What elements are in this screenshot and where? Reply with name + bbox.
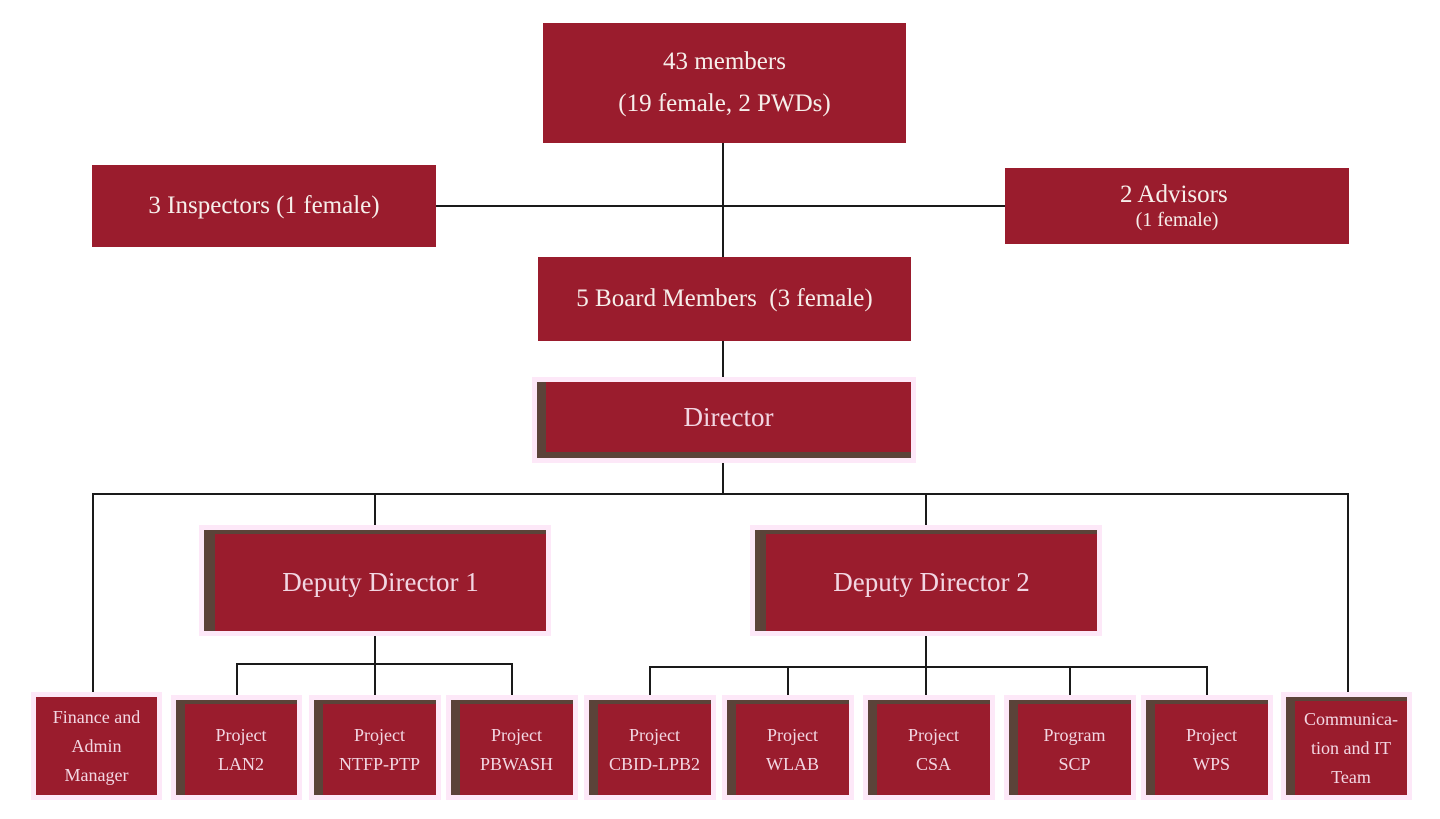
node-label: 43 members [663,48,786,75]
node-advisors: 2 Advisors (1 female) [1005,168,1349,244]
node-label: Project [354,724,405,745]
node-label: Project [491,724,542,745]
connector-line [649,666,1208,668]
node-label: 2 Advisors (1 female) [1120,181,1234,232]
connector-line [722,458,724,494]
advisors-main-text: 2 Advisors [1120,180,1234,208]
advisors-paren-text: (1 female) [1135,208,1219,231]
node-label: Project [767,724,818,745]
node-label: 5 Board Members (3 female) [576,285,873,312]
node-label: (19 female, 2 PWDs) [618,90,831,117]
node-director: Director [537,382,911,458]
node-label: WLAB [766,753,819,774]
connector-line [236,663,238,702]
node-label: Program [1043,724,1106,745]
node-label: SCP [1058,753,1091,774]
node-members: 43 members (19 female, 2 PWDs) [543,23,906,143]
node-deputy-director-2: Deputy Director 2 [755,530,1097,631]
connector-line [1347,493,1349,700]
connector-line [374,663,376,702]
node-label: WPS [1192,753,1230,774]
node-label: PBWASH [479,753,554,774]
node-project-pbwash: Project PBWASH [451,700,573,795]
node-label: Project [1186,724,1237,745]
node-deputy-director-1: Deputy Director 1 [204,530,546,631]
node-label: Director [683,401,774,432]
node-label: Finance and [52,706,141,727]
node-label: CBID-LPB2 [608,753,700,774]
node-label: Project [215,724,267,745]
connector-line [92,493,1349,495]
node-project-wlab: Project WLAB [727,700,849,795]
node-label: Deputy Director 2 [833,567,1030,597]
node-label: Admin [71,735,122,756]
node-label: Project [908,724,959,745]
connector-line [1069,666,1071,702]
node-project-lan2: Project LAN2 [176,700,297,795]
node-project-csa: Project CSA [868,700,990,795]
node-label: Deputy Director 1 [282,567,479,597]
node-label: LAN2 [218,753,264,774]
connector-line [787,666,789,702]
node-project-cbid-lpb2: Project CBID-LPB2 [589,700,711,795]
connector-line [925,631,927,667]
node-board-members: 5 Board Members (3 female) [538,257,911,341]
node-label: Team [1331,766,1371,787]
node-inspectors: 3 Inspectors (1 female) [92,165,436,247]
connector-line [436,205,1005,207]
connector-line [1206,666,1208,702]
connector-line [511,663,513,702]
connector-line [925,493,927,531]
node-project-ntfp-ptp: Project NTFP-PTP [314,700,436,795]
connector-line [236,663,513,665]
connector-line [374,493,376,531]
node-finance-admin-manager: Finance and Admin Manager [36,697,157,795]
node-label: Communica- [1304,708,1398,729]
connector-line [925,666,927,702]
connector-line [649,666,651,702]
node-label: CSA [915,753,951,774]
connector-line [374,631,376,664]
node-label: Manager [64,764,129,785]
node-project-wps: Project WPS [1146,700,1268,795]
node-label: tion and IT [1311,737,1391,758]
node-label: Project [629,724,680,745]
connector-line [722,341,724,382]
node-label: NTFP-PTP [338,753,421,774]
connector-line [722,143,724,257]
node-communication-it-team: Communica- tion and IT Team [1286,697,1407,795]
connector-line [92,493,94,700]
node-label: 3 Inspectors (1 female) [148,192,380,219]
node-program-scp: Program SCP [1009,700,1131,795]
